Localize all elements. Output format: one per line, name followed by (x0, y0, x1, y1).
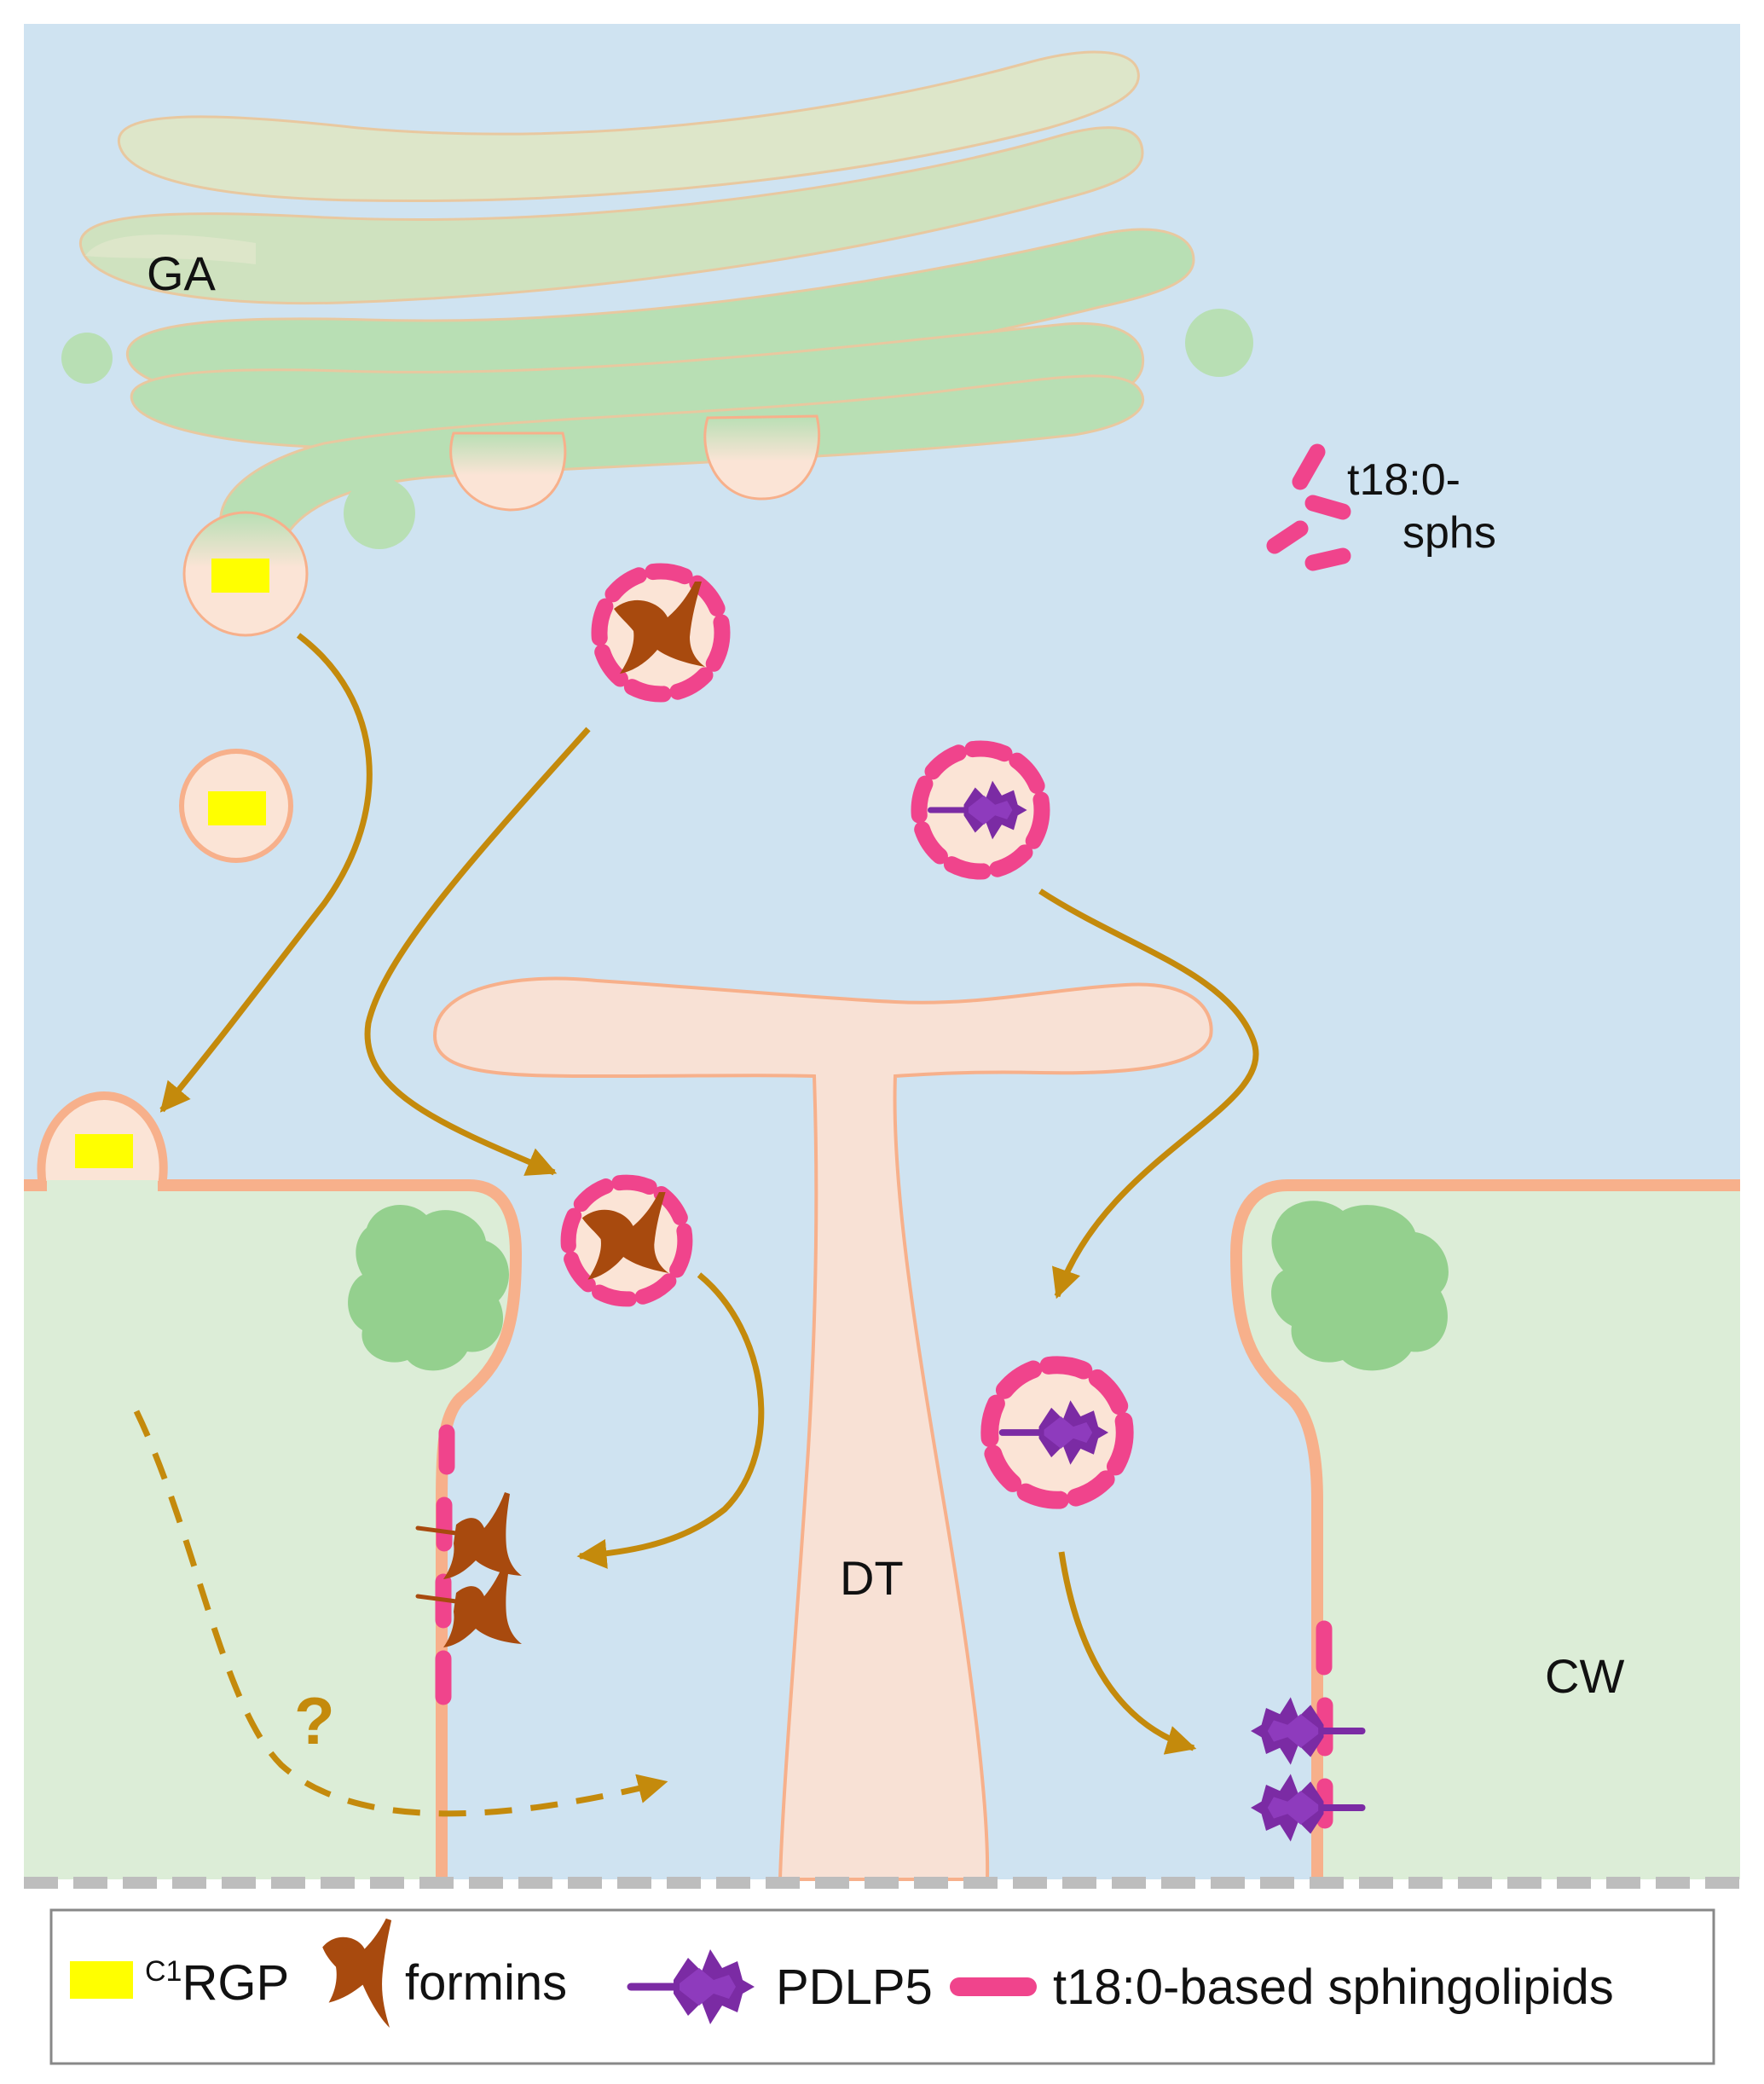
desmotubule (432, 976, 1213, 1881)
legend-item-pdlp5: PDLP5 (631, 1949, 933, 2024)
sphingolipids-left-membrane (435, 1424, 455, 1705)
legend-sphingolipids-text: t18:0-based sphingolipids (1053, 1960, 1614, 2015)
legend-item-c1rgp: C1RGP (70, 1955, 289, 2011)
svg-text:C1RGP: C1RGP (145, 1955, 289, 2011)
label-sphs-line1: t18:0- (1347, 455, 1460, 505)
formin-icon (322, 1918, 392, 2028)
pdlp5-vesicle-top (919, 749, 1042, 871)
legend-c1rgp-sup: C1 (145, 1955, 182, 1988)
callose-left (348, 1205, 509, 1371)
legend-item-sphingolipids: t18:0-based sphingolipids (950, 1960, 1614, 2015)
arrow-pdlp5-vesicle-down (1038, 889, 1259, 1300)
arrow-dashed-c1rgp (133, 1410, 668, 1817)
legend-formins-text: formins (405, 1955, 567, 2011)
golgi-apparatus (78, 50, 1195, 547)
formin-vesicle-middle (569, 1183, 685, 1300)
arrow-formin-vesicle-down (364, 727, 591, 1176)
sphingolipids-right-membrane (1316, 1620, 1333, 1829)
golgi-bud-1 (449, 431, 567, 512)
arrow-pdlp5-to-membrane (1058, 1551, 1197, 1755)
c1rgp-marker-vesicle (208, 791, 266, 825)
legend-item-formins: formins (322, 1918, 567, 2028)
arrow-golgi-to-pm (159, 633, 373, 1113)
free-sphingolipids (1266, 443, 1351, 571)
plasma-membrane-right (1229, 1179, 1740, 1879)
label-sphs-line2: sphs (1403, 508, 1496, 558)
golgi-small-vesicle-3 (1185, 309, 1253, 377)
c1rgp-marker-exocytosis (75, 1134, 133, 1168)
yellow-rect-icon (70, 1961, 133, 1999)
legend-c1rgp-text: RGP (182, 1955, 289, 2011)
legend-pdlp5-text: PDLP5 (776, 1960, 933, 2015)
golgi-bud-2 (703, 414, 821, 501)
question-mark: ? (294, 1683, 335, 1758)
label-ga: GA (147, 246, 217, 300)
pdlp5-vesicle-lower (990, 1365, 1125, 1500)
legend-box (49, 1908, 1715, 2065)
label-dt: DT (840, 1551, 904, 1605)
callose-right (1271, 1201, 1449, 1371)
golgi-small-vesicle-1 (61, 333, 113, 384)
label-cw: CW (1545, 1649, 1624, 1703)
formin-vesicle-top (599, 571, 722, 694)
c1rgp-marker-golgi (211, 559, 269, 593)
golgi-small-vesicle-2 (344, 478, 415, 549)
arrow-formin-to-membrane (576, 1272, 765, 1569)
